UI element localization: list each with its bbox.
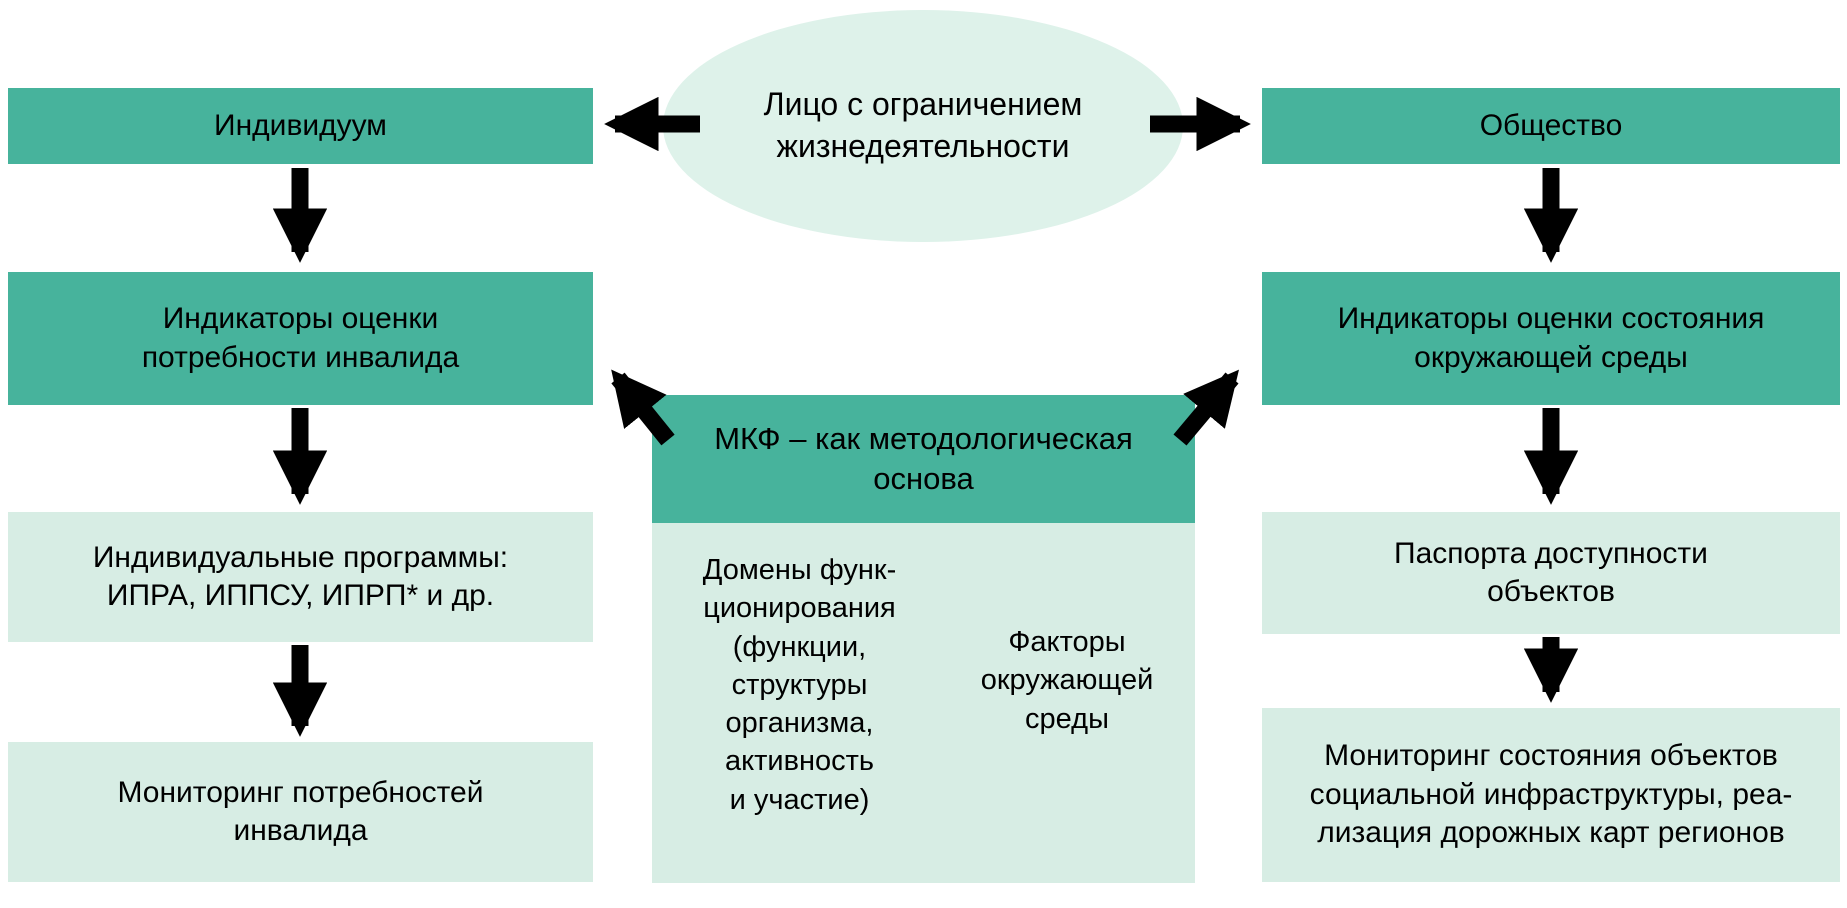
node-accessibility-passports: Паспорта доступности объектов — [1262, 512, 1840, 634]
icf-functioning-domains-text: Домены функ- ционирования (функции, стру… — [702, 554, 897, 816]
node-society: Общество — [1262, 88, 1840, 164]
node-environment-indicators: Индикаторы оценки состояния окружающей с… — [1262, 272, 1840, 405]
node-needs-assessment-indicators: Индикаторы оценки потребности инвалида — [8, 272, 593, 405]
icf-environment-factors-text: Факторы окружающей среды — [980, 626, 1154, 735]
node-icf-header: МКФ – как методологическая основа — [652, 395, 1195, 523]
node-person-with-disability: Лицо с ограничением жизнедеятельности — [663, 10, 1183, 242]
node-needs-monitoring: Мониторинг потребностей инвалида — [8, 742, 593, 882]
node-individual: Индивидуум — [8, 88, 593, 164]
node-icf-body: Домены функ- ционирования (функции, стру… — [652, 523, 1195, 883]
node-individual-programs: Индивидуальные программы: ИПРА, ИППСУ, И… — [8, 512, 593, 642]
node-infrastructure-monitoring: Мониторинг состояния объектов социальной… — [1262, 708, 1840, 882]
